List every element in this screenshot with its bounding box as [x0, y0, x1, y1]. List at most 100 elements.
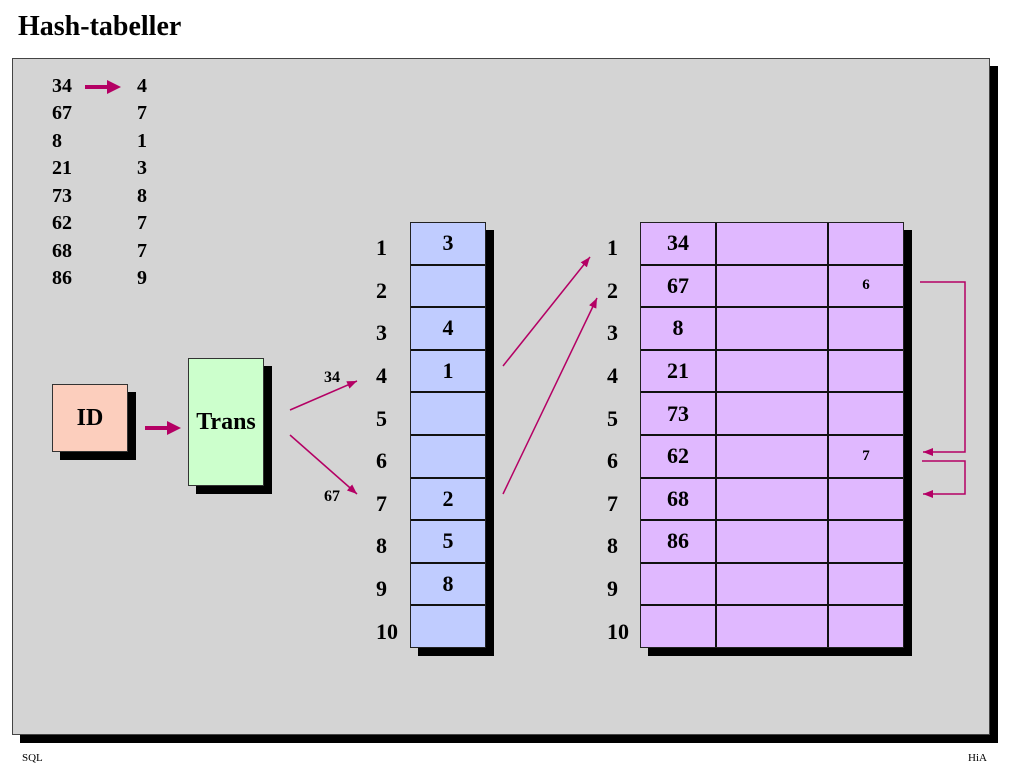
- data-table-row: [641, 606, 903, 647]
- data-row-number: 8: [607, 533, 618, 559]
- data-cell-value: [717, 606, 829, 647]
- data-cell-next-pointer: [829, 606, 903, 647]
- index-table-row: 1: [411, 351, 485, 394]
- index-table-row: 5: [411, 521, 485, 564]
- index-row-number: 9: [376, 576, 387, 602]
- data-table-row: 34: [641, 223, 903, 266]
- trans-box: Trans: [188, 358, 264, 486]
- index-cell: 4: [442, 315, 454, 341]
- mapping-row: 73 8: [52, 183, 172, 210]
- data-cell-key: [641, 606, 717, 647]
- mapping-row: 34 4: [52, 73, 172, 100]
- mapping-key: 68: [52, 239, 72, 262]
- data-table-row: 62 7: [641, 435, 903, 479]
- index-cell: 1: [442, 358, 454, 384]
- data-row-number: 4: [607, 363, 618, 389]
- slide-title: Hash-tabeller: [18, 11, 182, 42]
- index-cell: [411, 436, 485, 477]
- data-cell-next-pointer: [829, 351, 903, 392]
- data-table-row: 21: [641, 350, 903, 394]
- mapping-hash: 1: [137, 129, 147, 152]
- mapping-hash: 7: [137, 212, 147, 235]
- index-table-row: 3: [411, 223, 485, 266]
- index-row-number: 3: [376, 320, 387, 346]
- data-table-row: [641, 563, 903, 607]
- index-row-number: 1: [376, 235, 387, 261]
- data-row-number: 9: [607, 576, 618, 602]
- data-cell-next-pointer: [829, 393, 903, 434]
- index-cell: [411, 393, 485, 434]
- data-cell-next-pointer: [829, 479, 903, 520]
- id-box: ID: [52, 384, 128, 452]
- mapping-row: 62 7: [52, 210, 172, 237]
- index-table-row-numbers: 1 2 3 4 5 6 7 8 9 10: [376, 222, 406, 648]
- index-row-number: 2: [376, 277, 387, 303]
- data-cell-next-pointer: [829, 564, 903, 605]
- index-table-row: [411, 266, 485, 309]
- data-cell-value: [717, 521, 829, 562]
- index-table-row: [411, 436, 485, 479]
- data-cell-next-pointer: [829, 521, 903, 562]
- data-cell-value: [717, 350, 829, 392]
- data-cell-next-pointer: [829, 223, 903, 264]
- mapping-key: 62: [52, 212, 72, 235]
- mapping-row: 21 3: [52, 155, 172, 182]
- data-cell-key: 73: [641, 393, 717, 434]
- mapping-row: 67 7: [52, 100, 172, 127]
- data-cell-key: 34: [641, 223, 717, 264]
- index-row-number: 10: [376, 618, 398, 644]
- data-table-row: 68: [641, 478, 903, 522]
- data-table: 34 67 6 8 21 73 62 7 68 86: [640, 222, 904, 648]
- index-table-row: 2: [411, 479, 485, 522]
- data-cell-key: [641, 563, 717, 605]
- data-cell-key: 67: [641, 265, 717, 307]
- footer-left-text: SQL: [22, 752, 43, 764]
- key-hash-mapping-list: 34 4 67 7 8 1 21 3 73 8 62 7 68 7 86 9: [52, 73, 172, 292]
- data-cell-value: [717, 563, 829, 605]
- index-cell: [411, 606, 485, 647]
- index-table-row: 8: [411, 564, 485, 607]
- mapping-hash: 7: [137, 102, 147, 125]
- index-cell: 2: [442, 485, 454, 511]
- index-cell: 8: [442, 571, 454, 597]
- data-row-number: 3: [607, 320, 618, 346]
- mapping-row: 86 9: [52, 265, 172, 292]
- index-cell: 3: [442, 230, 454, 256]
- data-table-row: 8: [641, 308, 903, 351]
- data-table-row: 73: [641, 393, 903, 436]
- mapping-hash: 9: [137, 266, 147, 289]
- index-row-number: 8: [376, 533, 387, 559]
- trans-arrow-label: 34: [324, 369, 340, 386]
- index-table-row: [411, 606, 485, 647]
- data-row-number: 7: [607, 490, 618, 516]
- index-row-number: 5: [376, 405, 387, 431]
- data-cell-next-pointer: 6: [862, 277, 870, 294]
- mapping-key: 34: [52, 75, 72, 97]
- data-cell-value: [717, 393, 829, 434]
- data-row-number: 2: [607, 277, 618, 303]
- data-row-number: 10: [607, 618, 629, 644]
- data-table-row: 86: [641, 521, 903, 564]
- data-cell-key: 68: [641, 478, 717, 520]
- index-row-number: 7: [376, 490, 387, 516]
- mapping-row: 8 1: [52, 128, 172, 155]
- index-row-number: 6: [376, 448, 387, 474]
- id-box-label: ID: [76, 404, 104, 431]
- index-table-row: 4: [411, 308, 485, 351]
- data-cell-key: 86: [641, 521, 717, 562]
- data-cell-next-pointer: 7: [862, 447, 870, 464]
- data-cell-key: 21: [641, 350, 717, 392]
- data-cell-next-pointer: [829, 308, 903, 349]
- data-table-row: 67 6: [641, 265, 903, 309]
- trans-arrow-label: 67: [324, 488, 340, 505]
- data-row-number: 6: [607, 448, 618, 474]
- data-cell-key: 62: [641, 435, 717, 477]
- data-cell-value: [717, 308, 829, 349]
- data-row-number: 5: [607, 405, 618, 431]
- mapping-hash: 3: [137, 157, 147, 180]
- mapping-row: 68 7: [52, 238, 172, 265]
- data-cell-value: [717, 435, 829, 477]
- mapping-key: 73: [52, 184, 72, 207]
- index-cell: [411, 266, 485, 307]
- index-table: 3 4 1 2 5 8: [410, 222, 486, 648]
